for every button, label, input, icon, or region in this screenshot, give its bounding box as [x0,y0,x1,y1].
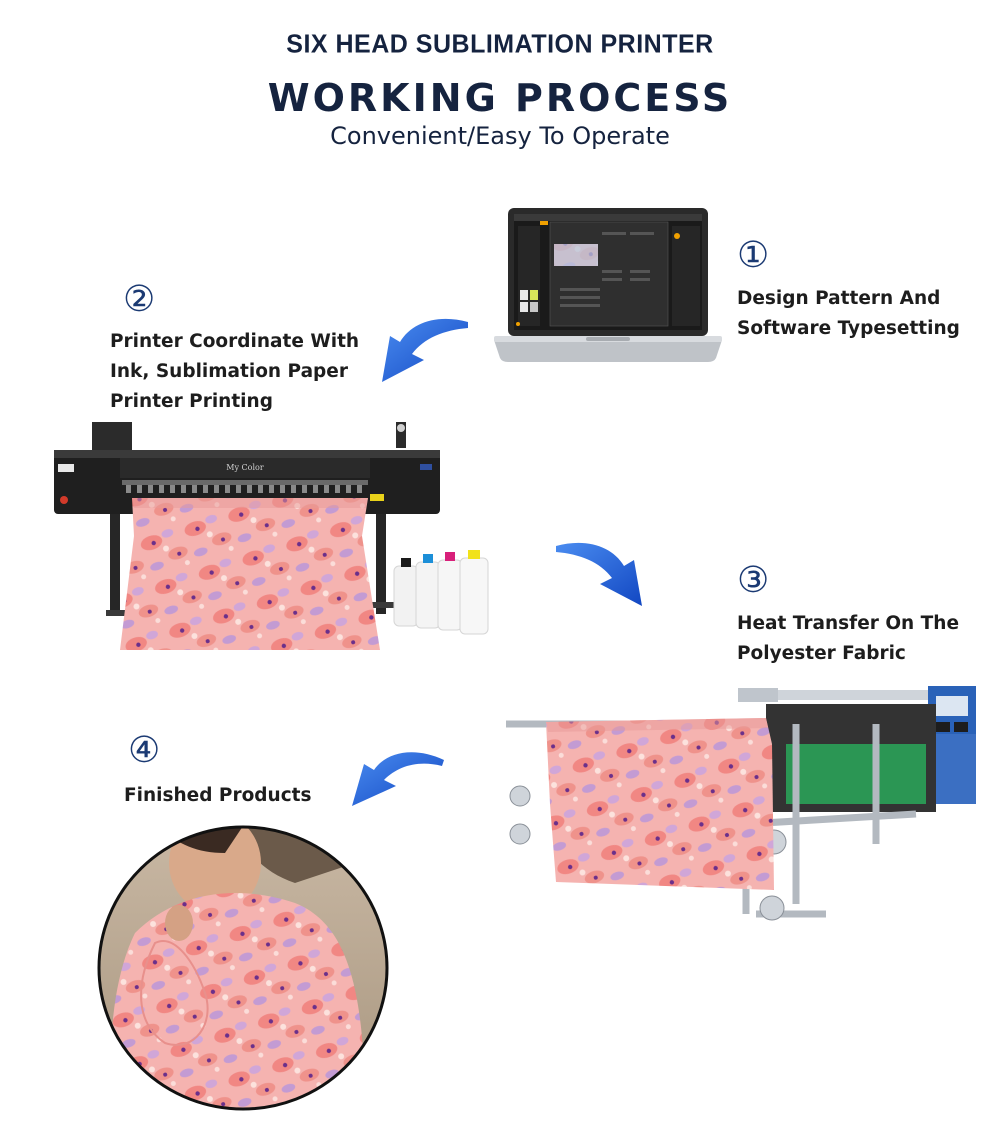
print-nozzle [203,485,208,493]
print-nozzle [346,485,351,493]
print-nozzle [159,485,164,493]
print-nozzle [313,485,318,493]
print-nozzle [225,485,230,493]
arrow-curve-down-left-icon [382,318,468,382]
printer-brand: My Color [226,463,264,472]
print-nozzle [291,485,296,493]
step-2-number: ② [123,279,156,320]
heat-press-machine-image [506,686,976,921]
step-3-number: ③ [737,560,770,601]
print-nozzle [335,485,340,493]
print-nozzle [126,485,131,493]
print-nozzle [324,485,329,493]
print-nozzle [148,485,153,493]
print-nozzle [137,485,142,493]
print-nozzle [269,485,274,493]
product-heading: SIX HEAD SUBLIMATION PRINTER [286,29,714,59]
print-nozzle [247,485,252,493]
print-nozzle [170,485,175,493]
print-nozzle [214,485,219,493]
print-nozzle [302,485,307,493]
print-nozzle [258,485,263,493]
laptop-software-image [494,208,722,362]
arrow-curve-down-right-icon [556,542,642,606]
print-nozzle [192,485,197,493]
print-nozzle [181,485,186,493]
step-1-number: ① [737,235,770,276]
step-4-number: ④ [128,730,161,771]
print-nozzle [236,485,241,493]
print-nozzle [280,485,285,493]
print-nozzle [357,485,362,493]
page-title: WORKING PROCESS [267,76,733,120]
sublimation-printer-image: My Color [54,422,489,650]
page-subtitle: Convenient/Easy To Operate [330,122,670,150]
finished-dress-image [97,825,389,1111]
arrow-curve-down-left-icon [352,752,444,806]
ink-bottles [393,550,489,635]
step-4-label: Finished Products [124,785,312,806]
